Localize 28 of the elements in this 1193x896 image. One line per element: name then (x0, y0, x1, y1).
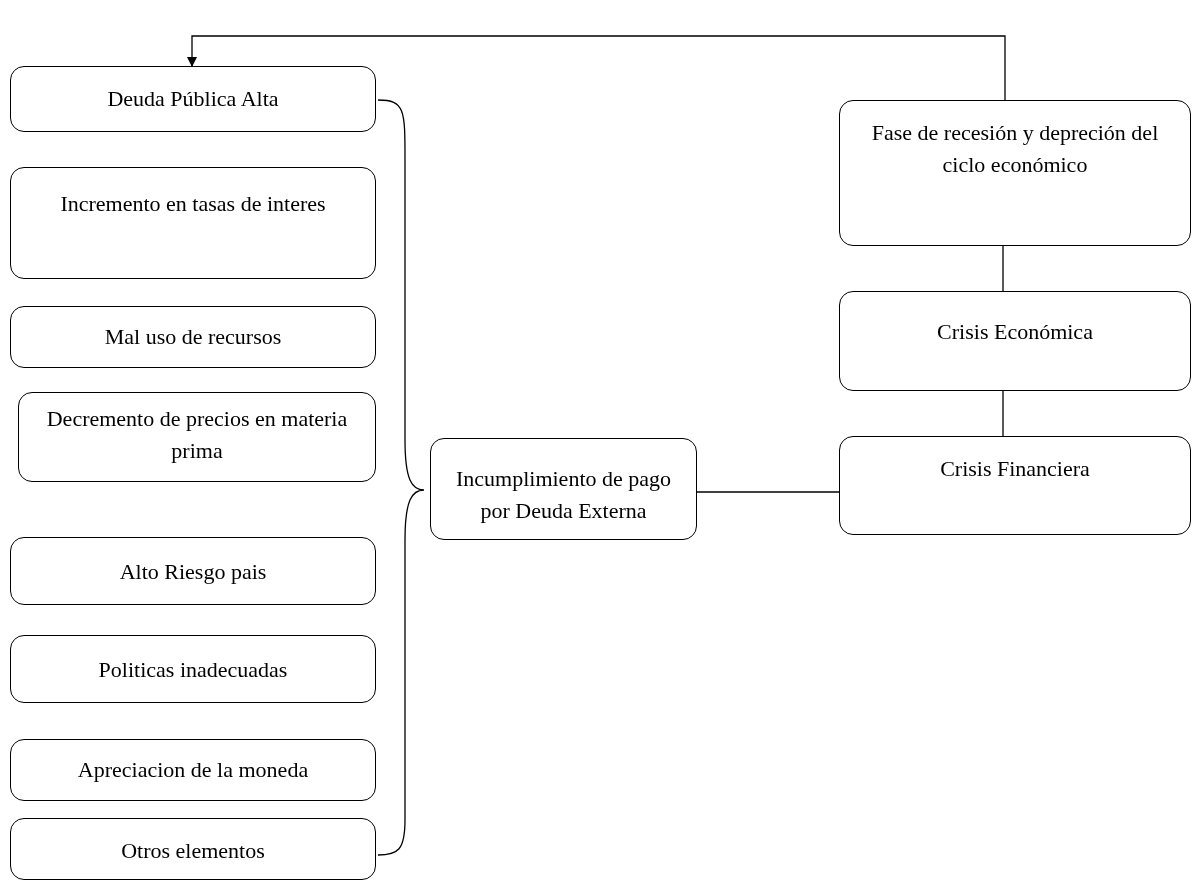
box-label: Alto Riesgo pais (119, 558, 267, 586)
box-label: Politicas inadecuadas (98, 656, 288, 684)
rounded-box (430, 438, 697, 540)
rounded-box (10, 739, 376, 801)
rounded-box (10, 818, 376, 880)
rounded-box (10, 306, 376, 368)
box-label: Deuda Pública Alta (107, 85, 279, 113)
rounded-box (839, 100, 1191, 246)
box-label: Otros elementos (121, 837, 265, 865)
connector-line (696, 491, 840, 493)
box-label: Decremento de precios en materia prima (45, 405, 349, 465)
rounded-box (10, 167, 376, 279)
connector-line (1002, 245, 1004, 292)
box-label: Mal uso de recursos (104, 323, 282, 351)
connector-line (1002, 390, 1004, 437)
rounded-box (18, 392, 376, 482)
arrow (187, 35, 1006, 101)
box-label: Incumplimiento de pago por Deuda Externa (454, 465, 673, 525)
rounded-box (839, 291, 1191, 391)
box-label: Fase de recesión y depreción del ciclo económico (870, 119, 1160, 179)
rounded-box (839, 436, 1191, 535)
rounded-box (10, 537, 376, 605)
box-label: Crisis Financiera (940, 455, 1090, 483)
box-label: Crisis Económica (937, 318, 1093, 346)
rounded-box (10, 635, 376, 703)
box-label: Apreciacion de la moneda (77, 756, 309, 784)
rounded-box (10, 66, 376, 132)
box-label: Incremento en tasas de interes (60, 190, 326, 218)
